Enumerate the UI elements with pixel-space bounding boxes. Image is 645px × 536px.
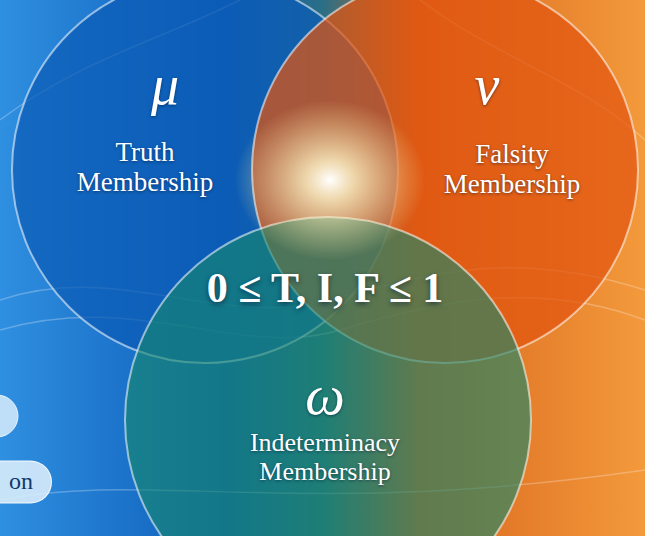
membership-symbol: ω [285,364,365,427]
range-formula: 0 ≤ T, I, F ≤ 1 [207,264,444,312]
side-button: on [0,461,52,504]
membership-symbol: ν [447,54,527,117]
membership-name: Truth Membership [58,137,233,197]
circle-outline [123,215,533,536]
membership-name: Indeterminacy Membership [210,428,440,486]
membership-symbol: μ [125,54,205,117]
membership-circle: ωIndeterminacy Membership [123,215,533,536]
membership-name: Falsity Membership [425,139,600,199]
